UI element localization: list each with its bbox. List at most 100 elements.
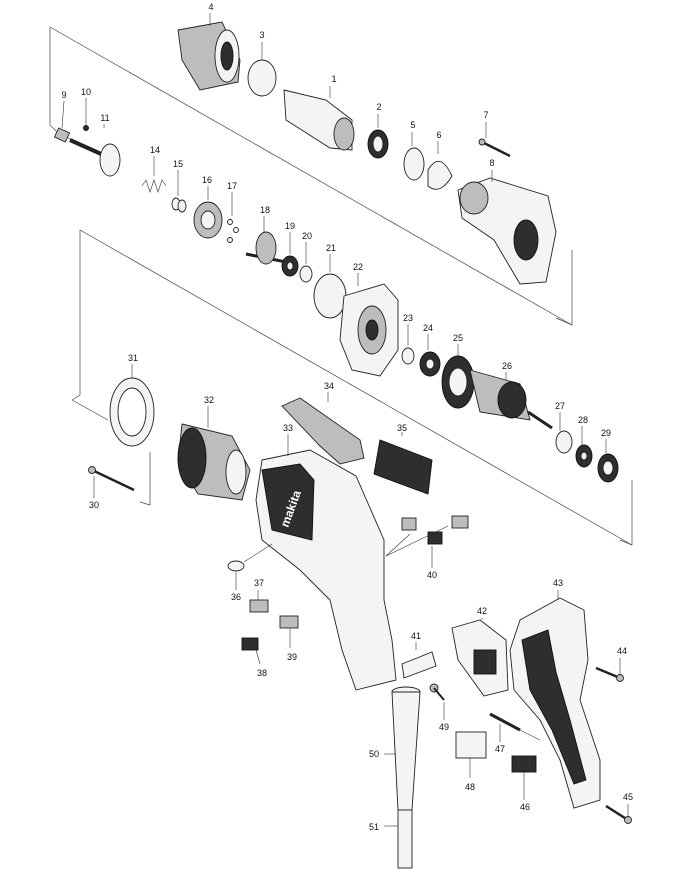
part-28-bearing — [575, 426, 593, 468]
label-27: 27 — [555, 401, 565, 411]
label-28: 28 — [578, 415, 588, 425]
part-9-bit-holder — [53, 100, 71, 143]
label-18: 18 — [260, 205, 270, 215]
part-23-washer — [401, 324, 415, 365]
part-18-gear — [245, 216, 287, 265]
label-14: 14 — [150, 145, 160, 155]
part-35-nameplate — [373, 432, 433, 495]
label-44: 44 — [617, 646, 627, 656]
label-38: 38 — [257, 668, 267, 678]
part-43-handle-housing — [509, 590, 601, 809]
part-32-field — [177, 406, 251, 501]
label-36: 36 — [231, 592, 241, 602]
part-45-screw — [605, 804, 632, 824]
part-26-armature — [469, 369, 553, 430]
label-49: 49 — [439, 722, 449, 732]
label-6: 6 — [436, 130, 441, 140]
label-7: 7 — [483, 110, 488, 120]
label-23: 23 — [403, 313, 413, 323]
label-45: 45 — [623, 792, 633, 802]
part-2-ring — [367, 114, 389, 159]
part-25-fan — [441, 344, 475, 409]
label-37: 37 — [254, 578, 264, 588]
label-5: 5 — [410, 120, 415, 130]
part-50-cord-guard — [384, 686, 421, 811]
label-48: 48 — [465, 782, 475, 792]
label-8: 8 — [489, 158, 494, 168]
part-16-cam — [193, 186, 223, 239]
label-33: 33 — [283, 423, 293, 433]
label-17: 17 — [227, 181, 237, 191]
part-46-switch-part — [511, 755, 537, 800]
part-49-screw — [429, 683, 445, 720]
label-26: 26 — [502, 361, 512, 371]
label-39: 39 — [287, 652, 297, 662]
part-5-snap-ring — [403, 132, 425, 181]
part-47-capacitor-lead — [489, 712, 541, 742]
part-21-ring — [313, 254, 347, 319]
part-19-bearing — [281, 232, 299, 277]
label-41: 41 — [411, 631, 421, 641]
part-41-strain-relief — [401, 642, 437, 679]
label-46: 46 — [520, 802, 530, 812]
part-38-carbon-brush — [241, 637, 261, 665]
label-50: 50 — [369, 749, 379, 759]
part-22-bearing-box — [339, 273, 399, 377]
label-29: 29 — [601, 428, 611, 438]
part-42-switch — [451, 618, 509, 697]
label-47: 47 — [495, 744, 505, 754]
part-34-handle-cover — [281, 392, 365, 465]
part-39-brush-holder — [279, 615, 299, 648]
label-21: 21 — [326, 243, 336, 253]
part-29-ring — [597, 439, 619, 483]
part-30-screw — [88, 466, 135, 498]
part-31-baffle-plate — [109, 364, 155, 447]
label-19: 19 — [285, 221, 295, 231]
label-24: 24 — [423, 323, 433, 333]
label-30: 30 — [89, 500, 99, 510]
part-8-gear-housing — [457, 170, 557, 285]
label-31: 31 — [128, 353, 138, 363]
part-37-brush-holder — [249, 590, 269, 613]
part-10-steel-ball — [83, 98, 89, 131]
part-20-washer — [299, 242, 313, 283]
part-44-screw — [595, 658, 624, 682]
label-40: 40 — [427, 570, 437, 580]
label-1: 1 — [331, 74, 336, 84]
part-7-screw — [478, 122, 511, 158]
label-43: 43 — [553, 578, 563, 588]
label-42: 42 — [477, 606, 487, 616]
part-40-brush-holder — [385, 515, 469, 568]
part-24-bearing — [419, 334, 441, 377]
label-10: 10 — [81, 87, 91, 97]
label-51: 51 — [369, 822, 379, 832]
part-36-cap — [227, 543, 273, 590]
group-frame-upper — [49, 26, 573, 326]
group-frame-lower — [71, 229, 633, 546]
label-3: 3 — [259, 30, 264, 40]
label-32: 32 — [204, 395, 214, 405]
part-17-balls — [227, 192, 239, 243]
label-22: 22 — [353, 262, 363, 272]
label-35: 35 — [397, 423, 407, 433]
part-33-motor-housing: makita — [255, 434, 397, 691]
part-11-spindle — [69, 124, 121, 177]
part-14-spring — [141, 156, 167, 193]
part-48-capacitor — [455, 731, 487, 778]
part-27-insulation-washer — [555, 412, 573, 454]
part-15-washers — [171, 170, 187, 213]
part-51-cord — [384, 809, 413, 869]
label-15: 15 — [173, 159, 183, 169]
part-6-spring-ring — [427, 141, 453, 190]
label-9: 9 — [61, 90, 66, 100]
label-16: 16 — [202, 175, 212, 185]
part-labels: 1 2 3 4 5 6 7 8 9 10 11 14 15 16 17 18 1… — [61, 2, 633, 832]
part-3-oring — [247, 42, 277, 97]
label-20: 20 — [302, 231, 312, 241]
label-2: 2 — [376, 102, 381, 112]
part-1-housing — [283, 86, 355, 151]
label-11: 11 — [100, 113, 109, 123]
label-34: 34 — [324, 381, 334, 391]
part-4-sleeve — [177, 13, 241, 91]
